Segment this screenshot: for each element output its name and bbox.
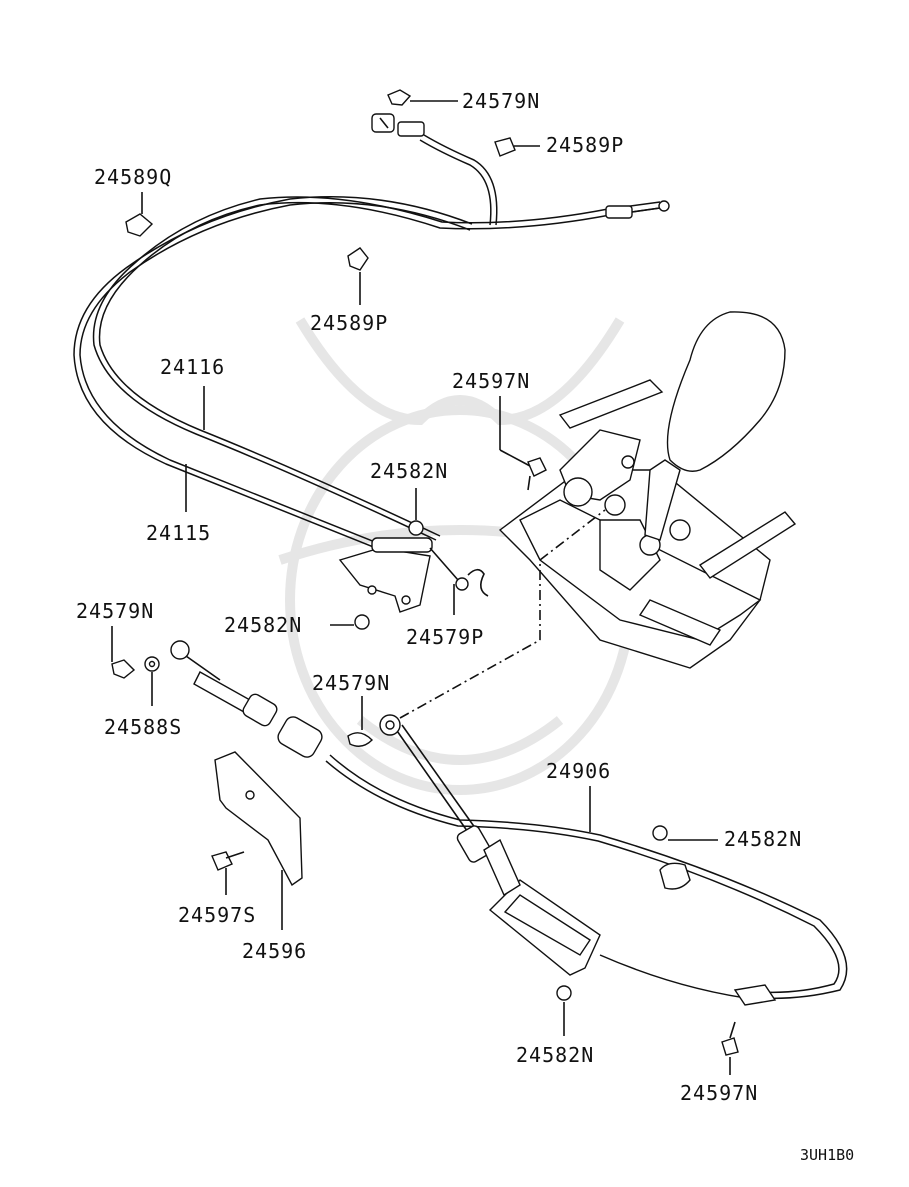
label-24596: 24596 <box>242 939 307 963</box>
cable-selector-rod <box>379 714 492 863</box>
clip-24579P <box>467 568 489 597</box>
cable-upper-run-2 <box>423 134 498 226</box>
label-24116: 24116 <box>160 355 225 379</box>
right-cable-end <box>605 200 670 219</box>
reference-lines <box>399 509 606 719</box>
bracket-24596 <box>214 751 303 887</box>
label-24597N-bottom: 24597N <box>680 1081 758 1105</box>
label-24906: 24906 <box>546 759 611 783</box>
label-24115: 24115 <box>146 521 211 545</box>
label-24597S: 24597S <box>178 903 256 927</box>
label-24588S: 24588S <box>104 715 182 739</box>
label-24589P-mid: 24589P <box>310 311 388 335</box>
label-24582N-right: 24582N <box>724 827 802 851</box>
diagram-code: 3UH1B0 <box>800 1146 854 1164</box>
lower-cable-bracket <box>338 537 469 613</box>
cable-upper-run <box>419 139 492 226</box>
label-24579P: 24579P <box>406 625 484 649</box>
label-24579N-left: 24579N <box>76 599 154 623</box>
label-24579N-top: 24579N <box>462 89 540 113</box>
cable-left-threaded-end <box>170 640 323 758</box>
shifter-assembly <box>498 311 797 669</box>
cable-end-clip <box>733 984 777 1006</box>
label-24582N-bottom: 24582N <box>516 1043 594 1067</box>
cable-clamp <box>659 862 691 890</box>
label-24589P-top: 24589P <box>546 133 624 157</box>
part-labels: 24579N 24589P 24589Q 24589P 24597N 24116… <box>76 89 854 1164</box>
cable-mount-bracket <box>483 838 601 976</box>
label-24589Q: 24589Q <box>94 165 172 189</box>
leader-lines <box>111 100 731 1075</box>
fasteners <box>111 89 739 1056</box>
label-24579N-center: 24579N <box>312 671 390 695</box>
label-24582N-left: 24582N <box>224 613 302 637</box>
label-24597N-top: 24597N <box>452 369 530 393</box>
cable-24115[interactable] <box>73 196 473 553</box>
label-24582N-mid: 24582N <box>370 459 448 483</box>
top-clevis <box>371 113 425 137</box>
